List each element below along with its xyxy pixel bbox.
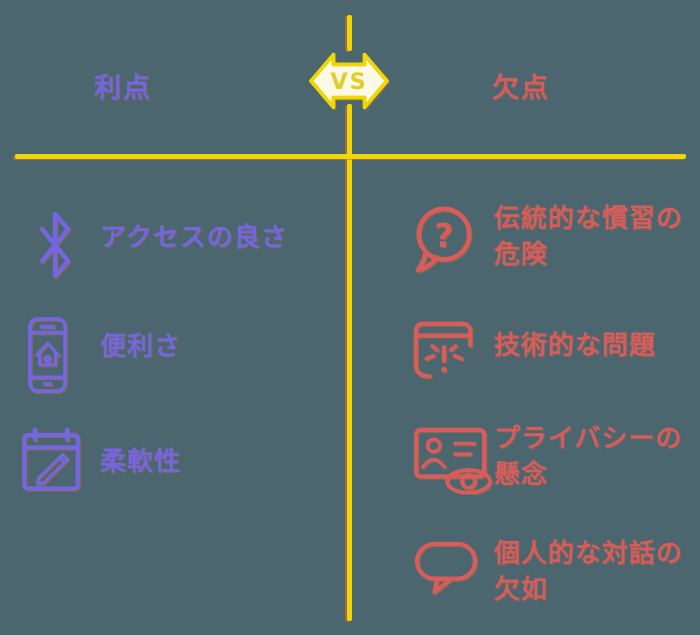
right-item-label: 伝統的な慣習の危険 bbox=[494, 204, 684, 270]
right-column-title: 欠点 bbox=[492, 73, 550, 104]
divider-horizontal bbox=[15, 154, 686, 159]
vs-badge: VS bbox=[309, 52, 389, 110]
svg-text:?: ? bbox=[434, 216, 453, 255]
divider-vertical-bottom bbox=[347, 104, 352, 621]
right-item-label: プライバシーの懸念 bbox=[494, 424, 683, 490]
double-arrow-icon bbox=[309, 52, 389, 110]
browser-alert-icon bbox=[410, 316, 476, 382]
calendar-pencil-icon bbox=[20, 426, 82, 492]
smartphone-home-icon bbox=[26, 316, 69, 394]
left-column-title: 利点 bbox=[94, 73, 152, 104]
question-bubble-icon: ? bbox=[412, 205, 474, 275]
left-item-label: 柔軟性 bbox=[100, 447, 182, 477]
right-item-label: 個人的な対話の欠如 bbox=[494, 539, 684, 605]
right-item-label: 技術的な問題 bbox=[494, 331, 657, 361]
bluetooth-icon bbox=[34, 209, 76, 281]
left-item-label: アクセスの良さ bbox=[100, 223, 288, 253]
id-card-eye-icon bbox=[412, 426, 494, 494]
vs-badge-label: VS bbox=[330, 69, 367, 95]
divider-vertical-top bbox=[347, 15, 352, 51]
speech-bubble-icon bbox=[413, 540, 479, 596]
left-item-label: 便利さ bbox=[100, 332, 182, 362]
